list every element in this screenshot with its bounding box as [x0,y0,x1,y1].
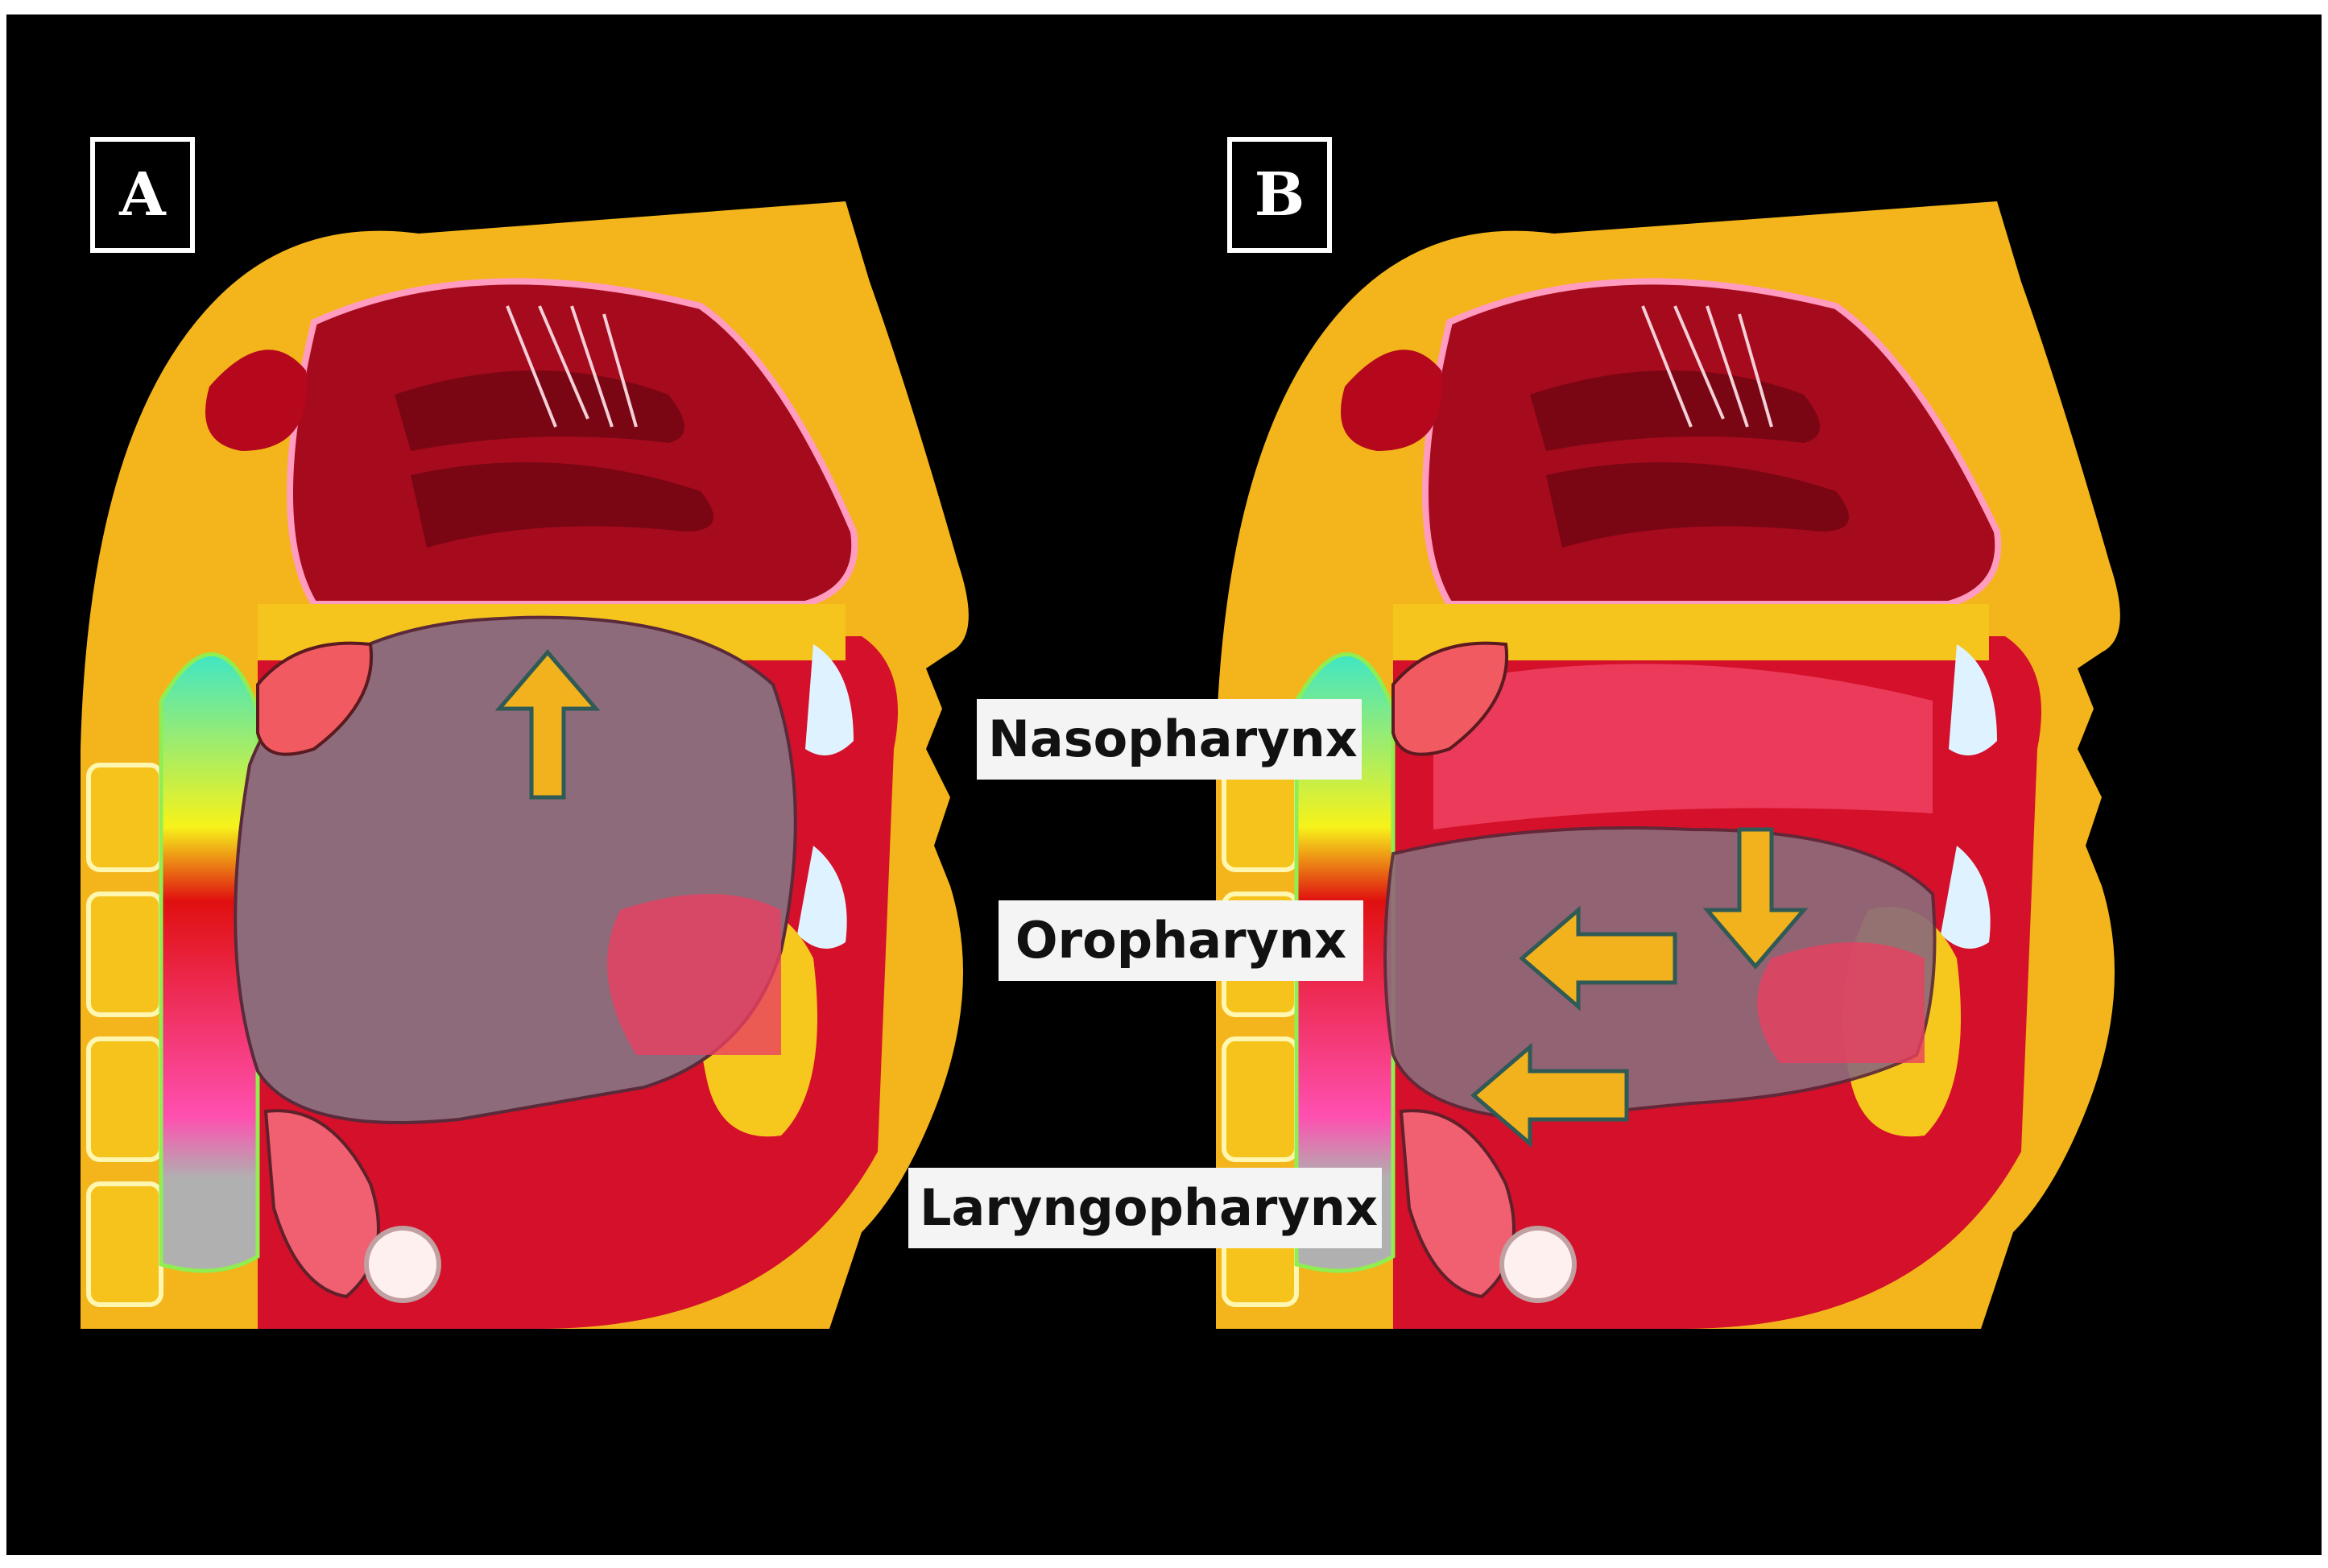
sagittal-head-illustration-a [81,201,969,1329]
oropharynx-label: Oropharynx [999,900,1363,981]
panel-label-b: B [1227,137,1332,253]
panel-a-illustration [56,185,1023,1329]
nasopharynx-label: Nasopharynx [977,699,1362,780]
panel-label-a: A [90,137,195,253]
panel-b-illustration [1192,185,2319,1329]
sagittal-head-illustration-b [1216,201,2120,1329]
laryngopharynx-label: Laryngopharynx [908,1168,1382,1248]
